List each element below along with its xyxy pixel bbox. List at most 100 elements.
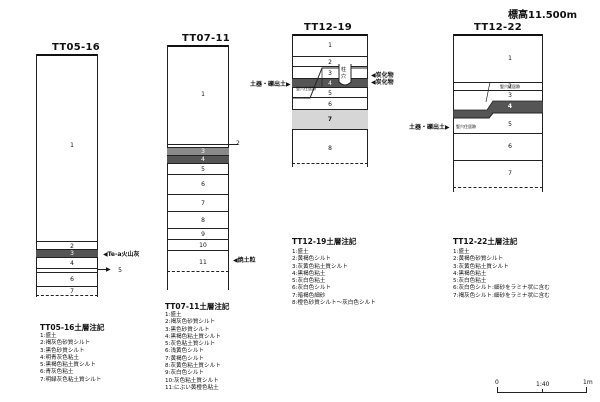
note-item: 6:青灰色粘土: [40, 369, 74, 376]
layer-num: 4: [70, 260, 74, 267]
note-item: 8:橙色砂質シルト～灰白色シルト: [292, 300, 376, 307]
note-item: 9:灰白色シルト: [165, 370, 205, 377]
note-item: 1:盛土: [453, 249, 470, 255]
layer-num: 3: [70, 250, 74, 257]
note-item: 7:暗褐色細砂: [292, 292, 326, 299]
tephra-marker: ◀Te-a火山灰: [103, 251, 140, 258]
layer-num: 10: [199, 242, 207, 249]
note-item: 8:灰黄色粘土質シルト: [165, 363, 221, 370]
note-item: 7:明緑灰色粘土質シルト: [40, 376, 102, 383]
note-item: 6:灰白色シルト: [292, 285, 332, 292]
scale-one: 1m: [583, 379, 593, 386]
post-hole-label: 柱: [341, 67, 347, 73]
scale-zero: 0: [495, 379, 499, 386]
column-title: TT12-22: [474, 22, 522, 33]
layer-num: 2: [508, 83, 512, 90]
layer-3: [167, 147, 229, 155]
note-item: 5:灰白色粘土: [292, 278, 326, 285]
layer-3: [36, 249, 98, 257]
notes-title: TT05-16土層注記: [40, 323, 105, 332]
layer-num: 9: [201, 231, 205, 238]
layer-num: 4: [507, 103, 513, 110]
elevation-label: 標高11.500m: [508, 10, 578, 21]
note-item: 3:灰黄色粘土質シルト: [453, 263, 509, 270]
layer-num: 3: [201, 148, 205, 155]
note-item: 5:灰白色粘土: [453, 278, 487, 285]
note-item: 7:褐灰色シルト:細砂をラミナ状に含む: [453, 292, 550, 299]
note-item: 3:灰黄色粘土質シルト: [292, 263, 348, 270]
notes-title: TT07-11土層注記: [165, 302, 230, 311]
column-title: TT05-16: [52, 42, 100, 53]
layer-7: [292, 109, 368, 129]
layer-num: 3: [508, 92, 512, 99]
note-item: 6:灰白色シルト:細砂をラミナ状に含む: [453, 285, 550, 292]
note-item: 2:黄褐色砂質シルト: [453, 256, 504, 263]
arrow-icon: ▶: [106, 266, 111, 273]
pit-label: 竪穴住居跡: [296, 86, 316, 91]
note-item: 11:にぶい黄橙色粘土: [165, 384, 219, 391]
charcoal-marker: ◀炭化物: [371, 72, 394, 79]
notes-title: TT12-19土層注記: [292, 237, 357, 246]
column-frame: [36, 54, 98, 297]
note-item: 7:黄褐色シルト: [165, 355, 205, 362]
column-frame: [167, 45, 229, 290]
layer-num: 1: [201, 91, 205, 98]
column-title: TT07-11: [182, 33, 230, 44]
note-item: 6:浅黄色シルト: [165, 348, 205, 355]
layer-num: 1: [328, 42, 332, 49]
post-hole: [338, 64, 352, 86]
note-item: 4:明青灰色粘土: [40, 354, 80, 361]
layer-4: [453, 100, 543, 119]
artifact-marker: 土器・礫出土▶: [250, 81, 291, 88]
pit-label: 竪穴住居跡: [500, 84, 520, 89]
layer-num: 6: [508, 143, 512, 150]
layer-num: 3: [328, 70, 332, 77]
column-frame: [292, 34, 368, 167]
layer-num: 6: [201, 181, 205, 188]
pit-label: 竪穴住居跡: [456, 124, 476, 129]
column-title: TT12-19: [304, 22, 352, 33]
layer-num: 6: [328, 101, 332, 108]
layer-num: 7: [327, 116, 333, 123]
layer-num: 7: [508, 170, 512, 177]
layer-num: 8: [328, 145, 332, 152]
note-item: 5:灰色粘土質シルト: [165, 341, 216, 348]
kuchi-marker: ◀焼土粒: [233, 257, 256, 264]
note-item: 3:黒色砂質シルト: [165, 326, 210, 333]
note-item: 1:盛土: [165, 312, 182, 318]
layer-num: 2: [70, 243, 74, 250]
layer-num: 5: [508, 121, 512, 128]
note-item: 3:黒色砂質シルト: [40, 347, 85, 354]
layer-num: 11: [199, 259, 207, 266]
layer-num: 7: [201, 200, 205, 207]
layer-4: [167, 155, 229, 163]
layer-num: 1: [508, 55, 512, 62]
note-item: 2:褐灰色砂質シルト: [165, 319, 216, 326]
note-item: 4:黒褐色粘土: [292, 270, 326, 277]
layer-num: 8: [201, 217, 205, 224]
note-item: 1:盛土: [40, 333, 57, 339]
layer-num: 1: [70, 142, 74, 149]
note-item: 4:黒褐色粘土質シルト: [165, 333, 221, 340]
post-hole-label: 穴: [341, 74, 347, 80]
notes-title: TT12-22土層注記: [453, 237, 518, 246]
layer-num: 7: [70, 288, 74, 295]
layer-num: 4: [328, 80, 332, 87]
scale-ratio: 1:40: [536, 381, 550, 388]
layer-num: 2: [236, 140, 240, 147]
layer-num: 4: [201, 156, 205, 163]
note-item: 1:盛土: [292, 249, 309, 255]
note-item: 5:黒褐色粘土質シルト: [40, 362, 96, 369]
layer-num: 5: [118, 267, 122, 274]
layer-num: 2: [328, 59, 332, 66]
layer-num: 5: [201, 166, 205, 173]
layer-num: 6: [70, 276, 74, 283]
charcoal-marker: ◀炭化物: [371, 79, 394, 86]
note-item: 2:褐灰色砂質シルト: [40, 340, 91, 347]
layer-num: 5: [328, 90, 332, 97]
layer-4: [292, 78, 368, 87]
artifact-marker: 土器・礫出土▶: [409, 124, 450, 131]
note-item: 2:黄褐色シルト: [292, 256, 332, 263]
note-item: 4:黒褐色粘土: [453, 270, 487, 277]
top-line: [36, 54, 98, 56]
